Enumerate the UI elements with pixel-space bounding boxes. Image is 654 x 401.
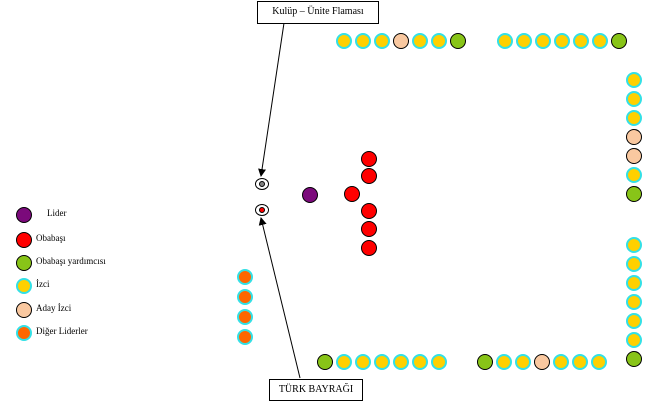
legend-swatch-yardimci xyxy=(16,255,32,271)
club-flag-callout: Kulüp – Ünite Flaması xyxy=(257,1,379,24)
other-leader xyxy=(237,329,253,345)
obabasi-dot xyxy=(361,240,377,256)
legend-swatch-aday xyxy=(16,302,32,318)
bottom-row-member xyxy=(591,354,607,370)
bottom-row-member xyxy=(374,354,390,370)
top-row-member xyxy=(393,33,409,49)
other-leader xyxy=(237,289,253,305)
right-column-member xyxy=(626,148,642,164)
top-row-member xyxy=(573,33,589,49)
legend-label-obabasi: Obabaşı xyxy=(36,233,66,243)
right-column-member xyxy=(626,332,642,348)
top-row-member xyxy=(592,33,608,49)
obabasi-dot xyxy=(361,168,377,184)
top-row-member xyxy=(497,33,513,49)
top-row-member xyxy=(431,33,447,49)
bottom-row-member xyxy=(534,354,550,370)
right-column-member xyxy=(626,91,642,107)
bottom-row-member xyxy=(412,354,428,370)
right-column-member xyxy=(626,129,642,145)
legend-swatch-obabasi xyxy=(16,232,32,248)
bottom-row-member xyxy=(431,354,447,370)
right-column-member xyxy=(626,110,642,126)
other-leader xyxy=(237,309,253,325)
obabasi-dot xyxy=(361,221,377,237)
legend-label-diger: Diğer Liderler xyxy=(36,326,88,336)
top-row-member xyxy=(516,33,532,49)
turk-flag-icon xyxy=(255,204,269,216)
top-row-member xyxy=(554,33,570,49)
top-row-member xyxy=(374,33,390,49)
bottom-row-member xyxy=(317,354,333,370)
right-column-member xyxy=(626,186,642,202)
bottom-row-member xyxy=(496,354,512,370)
obabasi-dot xyxy=(361,203,377,219)
top-row-member xyxy=(336,33,352,49)
right-column-member xyxy=(626,256,642,272)
bottom-row-member xyxy=(355,354,371,370)
bottom-row-member xyxy=(515,354,531,370)
legend-swatch-izci xyxy=(16,278,32,294)
turk-flag-callout: TÜRK BAYRAĞI xyxy=(269,379,363,401)
obabasi-dot xyxy=(361,151,377,167)
legend-label-yardimci: Obabaşı yardımcısı xyxy=(36,256,106,266)
bottom-row-member xyxy=(553,354,569,370)
bottom-row-member xyxy=(336,354,352,370)
bottom-row-member xyxy=(477,354,493,370)
legend-label-lider: Lider xyxy=(47,208,67,218)
turk-flag-arrow xyxy=(258,217,301,379)
right-column-member xyxy=(626,351,642,367)
right-column-member xyxy=(626,294,642,310)
legend-swatch-lider xyxy=(16,207,32,223)
right-column-member xyxy=(626,72,642,88)
obabasi-dot xyxy=(344,186,360,202)
other-leader xyxy=(237,269,253,285)
top-row-member xyxy=(355,33,371,49)
top-row-member xyxy=(450,33,466,49)
legend-swatch-diger xyxy=(16,325,32,341)
bottom-row-member xyxy=(393,354,409,370)
top-row-member xyxy=(412,33,428,49)
club-flag-arrow xyxy=(258,22,285,177)
legend-label-aday: Aday İzci xyxy=(36,303,72,313)
club-flag-icon xyxy=(255,178,269,190)
top-row-member xyxy=(611,33,627,49)
top-row-member xyxy=(535,33,551,49)
right-column-member xyxy=(626,167,642,183)
right-column-member xyxy=(626,237,642,253)
leader-dot xyxy=(302,187,318,203)
bottom-row-member xyxy=(572,354,588,370)
legend-label-izci: İzci xyxy=(36,279,50,289)
right-column-member xyxy=(626,313,642,329)
right-column-member xyxy=(626,275,642,291)
